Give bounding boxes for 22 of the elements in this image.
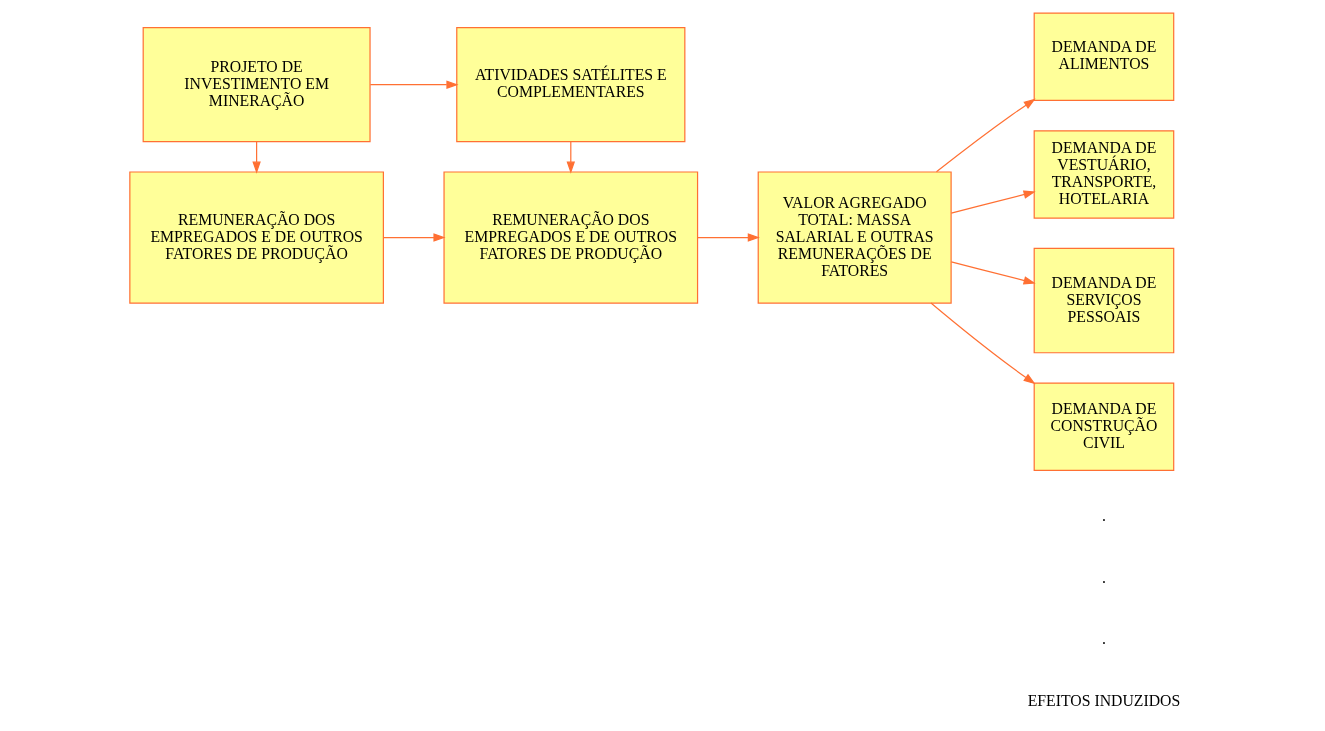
label: . <box>1101 568 1106 586</box>
node-box: REMUNERAÇÃO DOS EMPREGADOS E DE OUTROS FATORES DE PRODUÇÃO <box>442 171 698 304</box>
arrow <box>382 233 446 242</box>
node-box: PROJETO DE INVESTIMENTO EM MINERAÇÃO <box>142 27 371 143</box>
arrow <box>696 233 760 242</box>
label: . <box>1101 630 1106 648</box>
node-box: ATIVIDADES SATÉLITES E COMPLEMENTARES <box>455 27 685 143</box>
arrow <box>950 261 1036 285</box>
node-box: DEMANDA DE ALIMENTOS <box>1033 12 1174 102</box>
node-box: REMUNERAÇÃO DOS EMPREGADOS E DE OUTROS FATORES DE PRODUÇÃO <box>128 171 384 304</box>
label: . <box>1101 506 1106 524</box>
label: EFEITOS INDUZIDOS <box>1027 692 1180 710</box>
node-box: VALOR AGREGADO TOTAL: MASSA SALARIAL E OUTRAS REMUNERAÇÕES DE FATORES <box>757 171 952 304</box>
node-box: DEMANDA DE VESTUÁRIO, TRANSPORTE, HOTELARIA <box>1033 130 1174 219</box>
arrow <box>950 190 1036 214</box>
arrow <box>935 98 1036 173</box>
node-box: DEMANDA DE SERVIÇOS PESSOAIS <box>1033 247 1174 354</box>
node-box: DEMANDA DE CONSTRUÇÃO CIVIL <box>1033 382 1174 472</box>
arrow <box>251 141 261 174</box>
arrow <box>929 302 1036 385</box>
arrow <box>566 141 575 174</box>
arrow <box>369 80 458 89</box>
